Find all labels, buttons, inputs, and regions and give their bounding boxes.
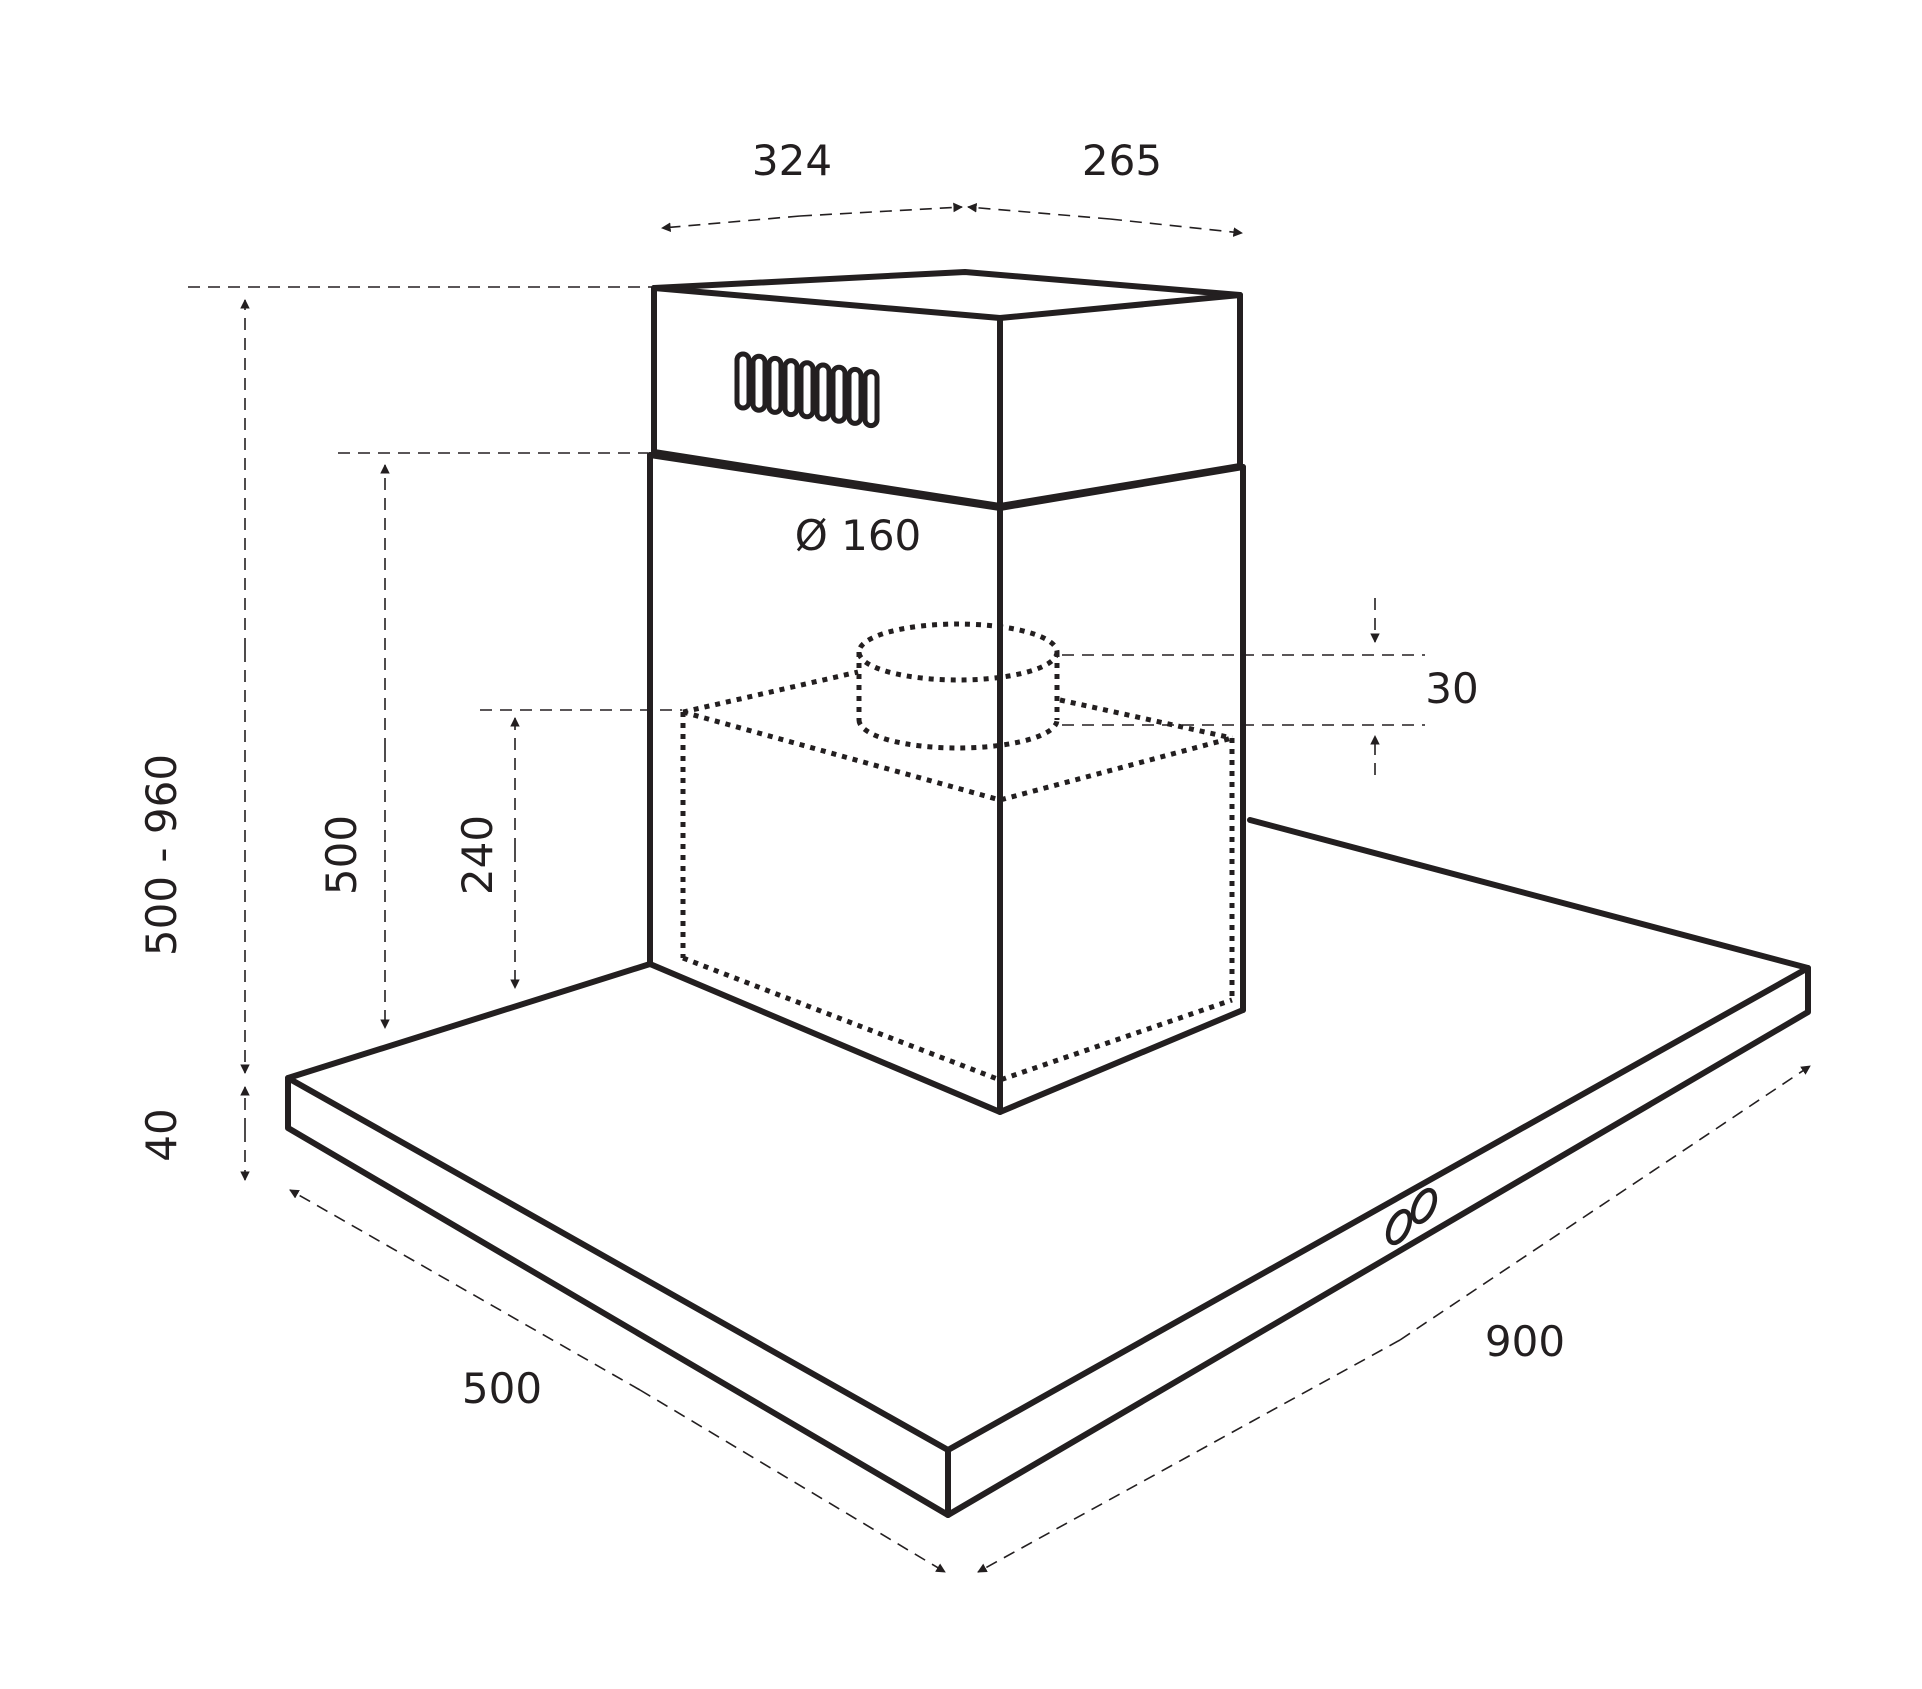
dim-label-duct-diameter: Ø 160 (795, 511, 922, 560)
vent-slot (830, 364, 848, 424)
vent-slot (862, 369, 880, 429)
vent-slot (750, 353, 768, 413)
dim-label-500-depth: 500 (462, 1364, 542, 1413)
hidden-motor-housing (680, 669, 1235, 1083)
vent-slot (798, 360, 816, 420)
dim-label-240: 240 (453, 815, 502, 895)
vent-slot (782, 358, 800, 418)
dim-label-324: 324 (752, 136, 832, 185)
vent-slots-icon (734, 351, 880, 429)
dim-label-265: 265 (1082, 136, 1162, 185)
lower-chimney (647, 452, 1246, 1115)
dimension-lines (240, 202, 1811, 1573)
control-knobs-icon (1385, 1187, 1438, 1246)
vent-slot (766, 355, 784, 415)
dim-label-30: 30 (1425, 664, 1478, 713)
duct-collar (856, 621, 1060, 751)
dim-label-40: 40 (137, 1108, 186, 1161)
canopy (285, 817, 1811, 1518)
extension-lines (188, 286, 1425, 726)
dim-label-500-chimney: 500 (317, 815, 366, 895)
dim-label-500-960: 500 - 960 (137, 754, 186, 956)
vent-slot (846, 366, 864, 426)
vent-slot (814, 362, 832, 422)
upper-chimney (651, 269, 1243, 509)
dim-label-900: 900 (1485, 1317, 1565, 1366)
vent-slot (734, 351, 752, 411)
